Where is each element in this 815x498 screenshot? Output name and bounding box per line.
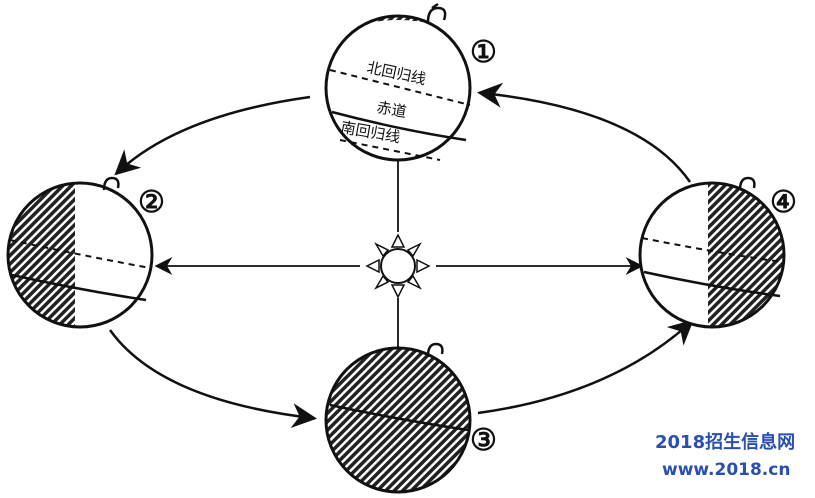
- globe-2-number: ②: [138, 185, 165, 220]
- sunlight-rays: [154, 124, 644, 370]
- rotation-arrow-icons: [102, 2, 756, 357]
- sun-icon: [365, 233, 431, 299]
- globe-3-winter-solstice: ③: [324, 346, 497, 494]
- globe-2-autumn-equinox: ②: [6, 181, 165, 329]
- watermark-url[interactable]: www.2018.cn: [662, 460, 791, 480]
- orbit-arrow-4-1: [477, 82, 692, 183]
- equator-label: 赤道: [375, 98, 408, 121]
- orbit-arrow-2-3: [108, 329, 317, 429]
- globe-1-summer-solstice: 北回归线 赤道 南回归线 ①: [324, 14, 497, 162]
- globe-3-number: ③: [470, 423, 497, 458]
- orbit-arrow-1-2: [114, 95, 311, 176]
- orbit-arrows: [108, 82, 694, 429]
- globe-4-spring-equinox: ④: [638, 181, 797, 329]
- globe-4-number: ④: [770, 185, 797, 220]
- watermark-site-name: 2018招生信息网: [655, 432, 796, 453]
- orbit-arrow-3-4: [477, 319, 694, 415]
- globe-1-number: ①: [470, 35, 497, 70]
